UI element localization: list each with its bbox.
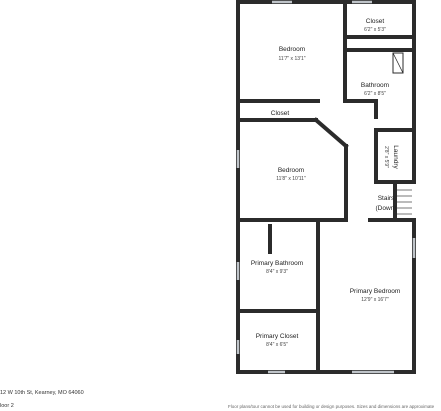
stairs-label: Stairs (378, 195, 395, 202)
stairs-steps (397, 189, 412, 215)
primary-closet-label: Primary Closet (256, 333, 299, 340)
laundry-dim: 2'8" x 5'9" (383, 146, 389, 168)
primary-bathroom-label: Primary Bathroom (251, 260, 303, 267)
closet-top-label: Closet (366, 18, 385, 25)
closet-top-dim: 6'2" x 5'3" (364, 27, 386, 33)
closet-mid-label: Closet (271, 110, 290, 117)
primary-bathroom-dim: 8'4" x 9'3" (266, 269, 288, 275)
walls (236, 0, 416, 374)
primary-bedroom-dim: 12'9" x 16'7" (361, 297, 389, 303)
bedroom-mid-dim: 11'8" x 10'11" (276, 176, 306, 182)
bedroom-top-label: Bedroom (279, 46, 305, 53)
bedroom-top-dim: 11'7" x 13'1" (278, 56, 305, 62)
windows (236, 0, 416, 374)
bathroom-label: Bathroom (361, 82, 389, 89)
floor-label: loor 2 (0, 403, 14, 409)
bathroom-dim: 6'2" x 8'5" (364, 91, 386, 97)
stairs-sub-label: (Down) (376, 205, 397, 212)
disclaimer-text: Floor plans/tour cannot be used for buil… (228, 404, 435, 409)
primary-closet-dim: 8'4" x 6'5" (266, 342, 288, 348)
bedroom-mid-label: Bedroom (278, 167, 304, 174)
primary-bedroom-label: Primary Bedroom (350, 288, 401, 295)
room-labels: Bedroom 11'7" x 13'1" Closet 6'2" x 5'3"… (251, 18, 400, 348)
laundry-label: Laundry (392, 145, 399, 169)
address-text: 12 W 10th St, Kearney, MO 64060 (0, 390, 84, 396)
